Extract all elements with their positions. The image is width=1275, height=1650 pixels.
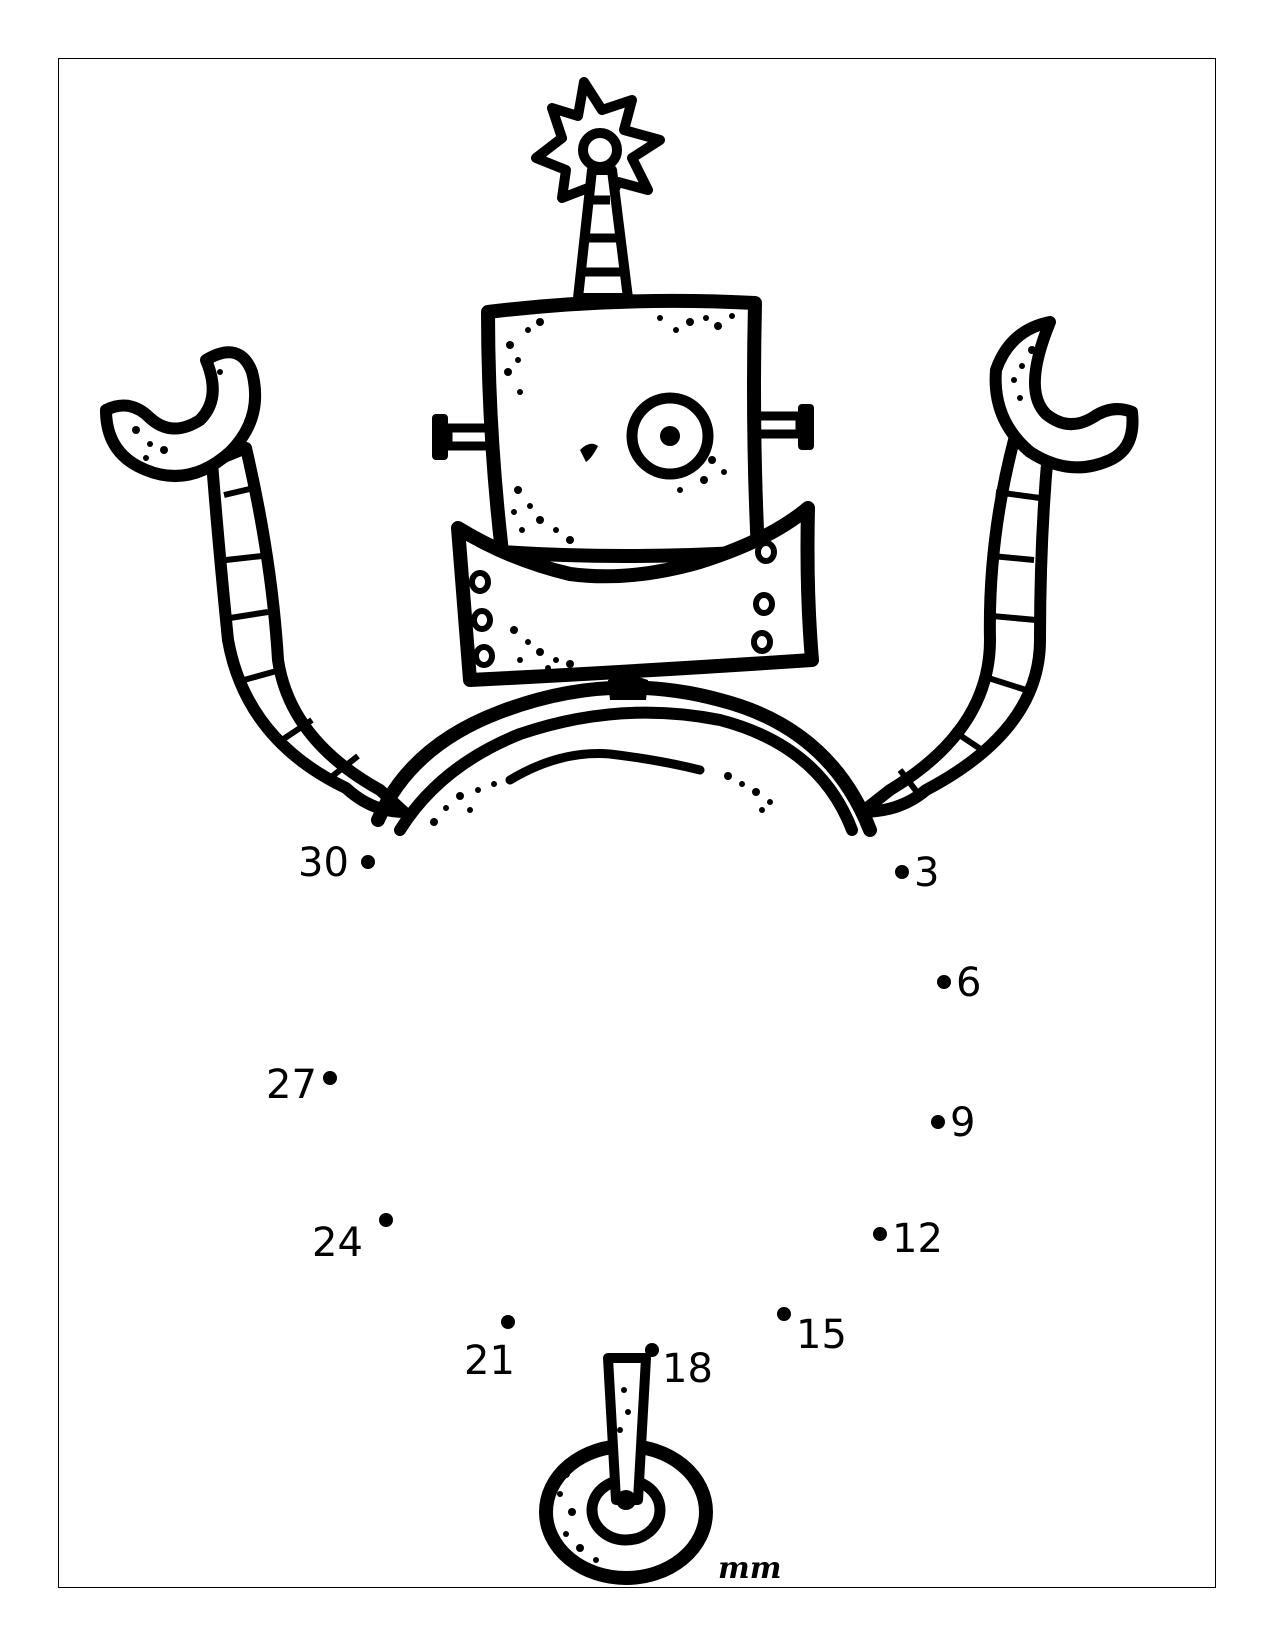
dot-27[interactable]: 27 (266, 1062, 337, 1108)
dot-15[interactable]: 15 (777, 1307, 847, 1358)
antenna (573, 165, 633, 303)
svg-text:6: 6 (956, 960, 981, 1006)
svg-text:27: 27 (266, 1062, 317, 1108)
robot-head (481, 293, 765, 563)
robot-wheel (539, 1353, 713, 1585)
svg-text:30: 30 (298, 840, 349, 886)
robot-body-arc (371, 680, 877, 837)
dot-to-dot-points: 3 6 9 12 15 18 21 24 (266, 840, 981, 1392)
svg-text:12: 12 (892, 1216, 943, 1262)
eye-dot-icon (580, 443, 598, 462)
artist-signature: mm (718, 1551, 782, 1586)
dot-30[interactable]: 30 (298, 840, 375, 886)
dot-9[interactable]: 9 (931, 1100, 975, 1146)
svg-text:3: 3 (914, 850, 939, 896)
svg-text:18: 18 (662, 1346, 713, 1392)
svg-text:9: 9 (950, 1100, 975, 1146)
dot-12[interactable]: 12 (873, 1216, 943, 1262)
robot-arm-right (856, 316, 1139, 818)
dot-6[interactable]: 6 (937, 960, 981, 1006)
eye-icon (626, 392, 714, 480)
dot-21[interactable]: 21 (464, 1315, 515, 1384)
svg-text:15: 15 (796, 1312, 847, 1358)
dot-18[interactable]: 18 (645, 1343, 713, 1392)
dot-24[interactable]: 24 (312, 1213, 393, 1266)
dot-3[interactable]: 3 (895, 850, 939, 896)
svg-text:21: 21 (464, 1338, 515, 1384)
worksheet-frame (58, 58, 1216, 1588)
robot-arm-left (100, 346, 410, 818)
svg-text:24: 24 (312, 1220, 363, 1266)
